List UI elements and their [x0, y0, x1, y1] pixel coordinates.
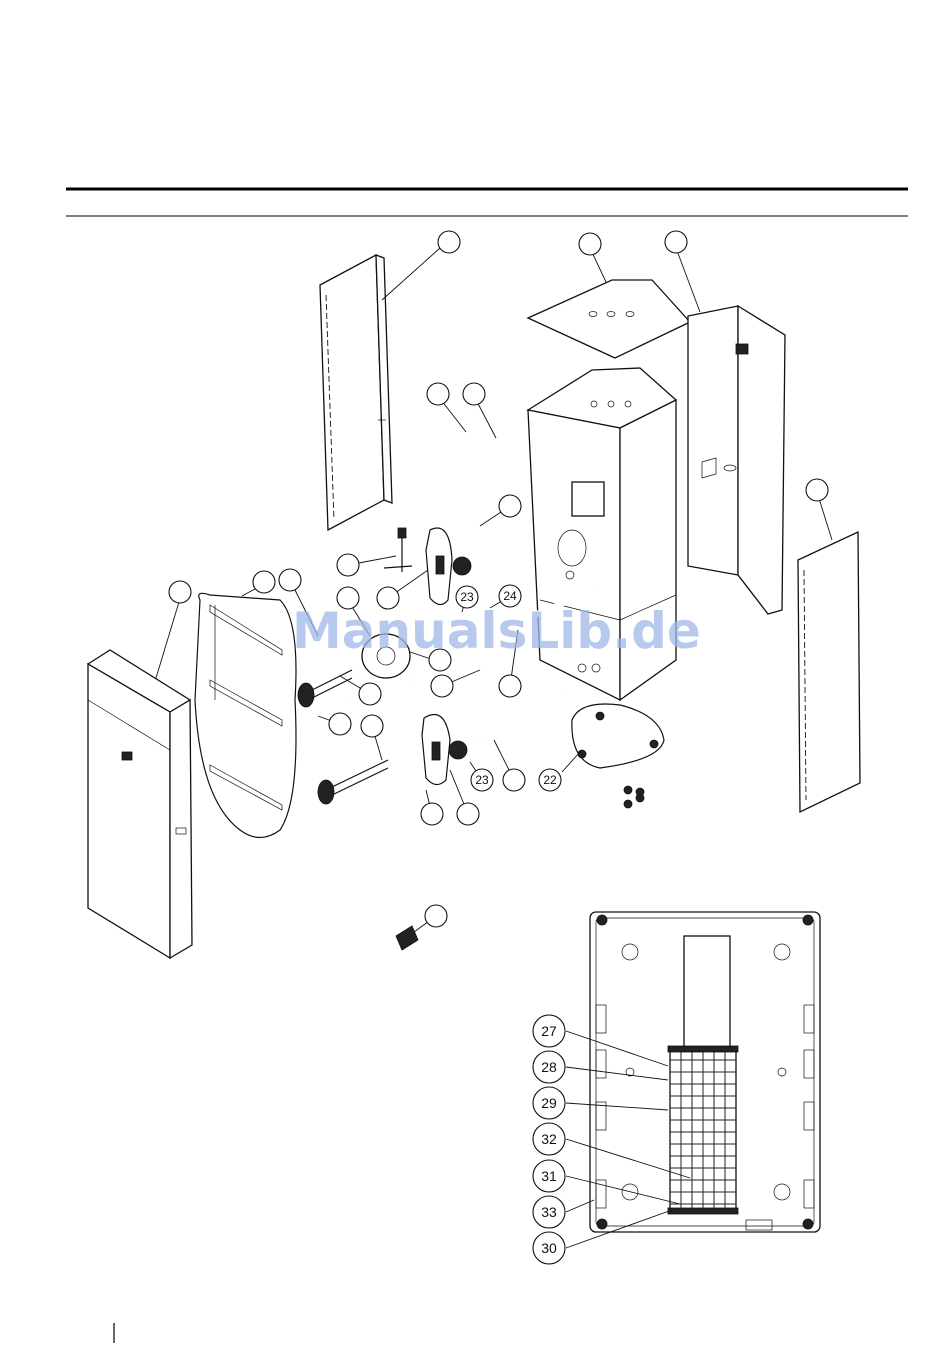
- callout-32-label: 32: [541, 1131, 557, 1147]
- callout-28-label: 28: [541, 1059, 557, 1075]
- callout-32: 32: [533, 1123, 565, 1155]
- front-cabinet-door: [88, 650, 192, 958]
- adjustable-feet: [624, 786, 644, 808]
- watermark-text: ManualsLib.de: [292, 602, 701, 660]
- callout-27-label: 27: [541, 1023, 557, 1039]
- callout-28: 28: [533, 1051, 565, 1083]
- terminal-block: [668, 1046, 738, 1214]
- valve-assembly: [384, 528, 412, 572]
- lower-pump-group: [422, 714, 467, 784]
- callout-33: 33: [533, 1196, 565, 1228]
- callout-31: 31: [533, 1160, 565, 1192]
- callout-27: 27: [533, 1015, 565, 1047]
- drain-valve: [396, 926, 418, 950]
- base-plate: [572, 704, 664, 768]
- callout-30-label: 30: [541, 1240, 557, 1256]
- callout-33-label: 33: [541, 1204, 557, 1220]
- callout-31-label: 31: [541, 1168, 557, 1184]
- callout-23-lower-label: 23: [475, 773, 489, 787]
- heating-element-lower: [318, 760, 388, 804]
- callout-29-label: 29: [541, 1095, 557, 1111]
- callout-23-lower: 23: [471, 769, 493, 791]
- callout-24-label: 24: [503, 589, 517, 603]
- far-right-side-panel: [798, 532, 860, 812]
- mounting-frame-group: [195, 593, 296, 837]
- callout-29: 29: [533, 1087, 565, 1119]
- callout-22-label: 22: [543, 773, 557, 787]
- callout-22: 22: [539, 769, 561, 791]
- right-rear-panel: [688, 306, 785, 614]
- left-side-panel: [320, 255, 392, 530]
- top-cover-plate: [528, 280, 690, 358]
- callout-30: 30: [533, 1232, 565, 1264]
